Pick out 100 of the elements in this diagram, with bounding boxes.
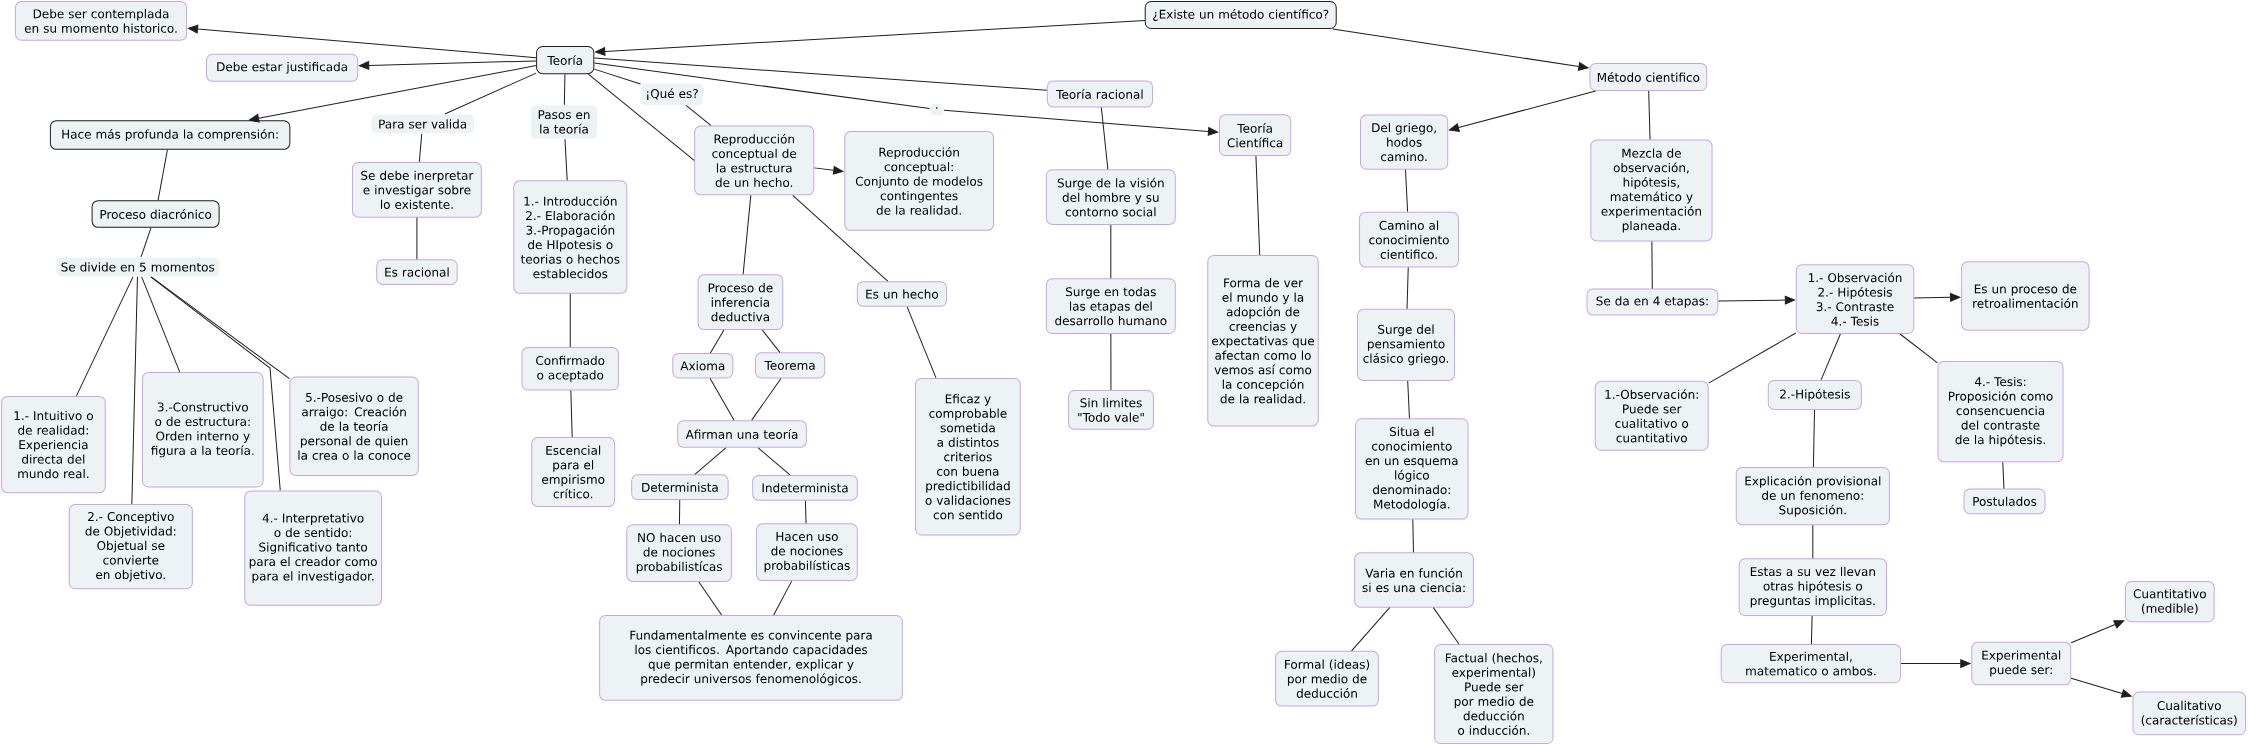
concept-box: Es un proceso de retroalimentación [1961,261,2090,331]
arrow [943,109,1219,136]
connector-line [570,390,573,438]
connector-line [563,73,566,106]
connector-line [593,62,930,110]
connector-line [1810,615,1813,645]
linking-phrase: Pasos en la teoría [530,105,598,139]
concept-box: Proceso de inferencia deductiva [697,274,784,331]
concept-box: Mezcla de observación, hipótesis, matemático y experimentación planeada. [1590,139,1713,242]
concept-box: Forma de ver el mundo y la adopción de creencias y expectativas que afectan como lo vemos así como la concepción de la realidad. [1207,255,1319,427]
concept-box: Del griego, hodos camino. [1360,114,1449,170]
concept-box: Indeterminista [752,474,858,501]
concept-box: Formal (ideas) por medio de deducción [1275,650,1379,707]
connector-line [1812,409,1816,468]
connector-line [694,447,727,475]
concept-box: Método cientifico [1589,62,1708,92]
linking-phrase: Se divide en 5 momentos [56,257,220,277]
concept-box: Determinista [631,474,729,501]
concept-box: Se da en 4 etapas: [1586,288,1719,316]
concept-box: Factual (hechos, experimental) Puede ser por medio de deducción o inducción. [1434,644,1554,744]
concept-box: Experimental, matematico o ambos. [1720,643,1902,684]
concept-box: Varia en función si es una ciencia: [1354,552,1474,608]
concept-box: Afirman una teoría [677,420,807,448]
connector-line [593,68,641,85]
concept-box: Cuantitativo (medible) [2124,580,2215,623]
connector-line [564,138,568,181]
concept-box: Surge de la visión del hombre y su contorno social [1045,169,1176,225]
concept-box: Estas a su vez llevan otras hipótesis o preguntas implicitas. [1738,558,1887,616]
connector-line [698,581,723,616]
concept-box: Eficaz y comprobable sometida a distintos criterios con buena predictibilidad o validaciones con sentido [915,377,1021,536]
connector-line [1648,90,1651,141]
concept-box: Surge en todas las etapas del desarrollo humano [1045,278,1176,334]
concept-box: 1.- Observación 2.- Hipótesis 3.- Contraste 4.- Tesis [1795,264,1915,334]
connector-line [418,133,423,163]
connector-line [1110,224,1112,279]
connector-line [593,57,1048,91]
connector-line [150,276,281,491]
concept-box: 1.-Observación: Puede ser cualitativo o cuantitativo [1594,380,1709,451]
linking-phrase: · [930,103,944,116]
connector-line [1407,380,1410,419]
concept-box: Teorema [754,352,826,379]
linking-phrase: Para ser valida [371,114,474,134]
connector-line [75,276,134,397]
concept-box: 4.- Tesis: Proposición como consencuencia del contraste de la hipótesis. [1937,361,2064,463]
concept-box: Situa el conocimiento en un esquema lógico denominado: Metodología. [1355,418,1469,520]
concept-box: Surge del pensamiento clásico griego. [1357,308,1455,381]
connector-line [1406,267,1409,310]
connector-line [1412,519,1414,553]
connector-line [1820,333,1841,381]
connector-line [678,499,681,525]
concept-box: Escencial para el empirismo crítico. [531,437,616,507]
connector-line [1351,607,1391,652]
concept-box: NO hacen uso de nociones probabilistícas [626,524,732,582]
concept-box: Reproducción conceptual: Conjunto de modelos contingentes de la realidad. [844,130,994,231]
connector-line [773,580,793,616]
connector-line [1899,333,1938,364]
arrow [1717,295,1795,305]
concept-box: Es un hecho [856,281,947,307]
concept-box: 2.-Hipótesis [1767,379,1862,410]
connector-line [416,217,418,260]
concept-box: Hace más profunda la comprensión: [49,120,291,150]
concept-box: Experimental puede ser: [1971,641,2072,686]
connector-line [1255,155,1261,256]
concept-box: Postulados [1963,488,2046,515]
concept-box: Teoría [536,46,595,75]
concept-box: 1.- Intuitivo o de realidad: Experiencia directa del mundo real. [1,395,106,494]
arrow [1449,90,1597,132]
connector-line [131,276,138,505]
connector-line [140,227,152,258]
connector-line [757,447,791,476]
connector-line [141,276,181,373]
concept-box: Teoría Científica [1218,114,1292,157]
arrow [595,20,1146,56]
arrow [813,165,844,175]
connector-line [709,378,735,421]
arrow [2070,677,2132,698]
connector-line [792,194,889,282]
concept-box: Debe ser contemplada en su momento historico. [14,1,188,41]
concept-box: Teoría racional [1046,80,1153,108]
concept-box: Proceso diacrónico [91,200,220,228]
arrow [1332,28,1589,71]
connector-line [1651,240,1653,289]
arrow [359,60,537,70]
arrow [248,65,537,123]
concept-box: Hacen uso de nociones probabilísticas [756,523,858,582]
connector-line [569,293,571,348]
concept-box: Es racional [376,259,458,285]
connector-line [157,149,168,201]
concept-box: Sin limites "Todo vale" [1068,390,1154,430]
concept-box: 4.- Interpretativo o de sentido: Significativo tanto para el creador como para el investigador. [244,490,382,606]
concept-box: 3.-Constructivo o de estructura: Orden interno y figura a la teoría. [141,372,264,488]
concept-box: ¿Existe un método científico? [1144,1,1337,29]
connector-line [1110,333,1112,391]
connector-line [751,377,782,421]
connector-line [761,329,781,353]
concept-box: Reproducción conceptual de la estructura de un hecho. [694,125,815,196]
concept-box: Camino al conocimiento cientifico. [1359,211,1459,268]
concept-box: Fundamentalmente es convincente para los cientificos. Aportando capacidades que permitan entender, explicar y predecir universos fenomenológicos. [599,615,903,701]
connector-line [2002,461,2005,489]
arrow [1900,659,1971,668]
